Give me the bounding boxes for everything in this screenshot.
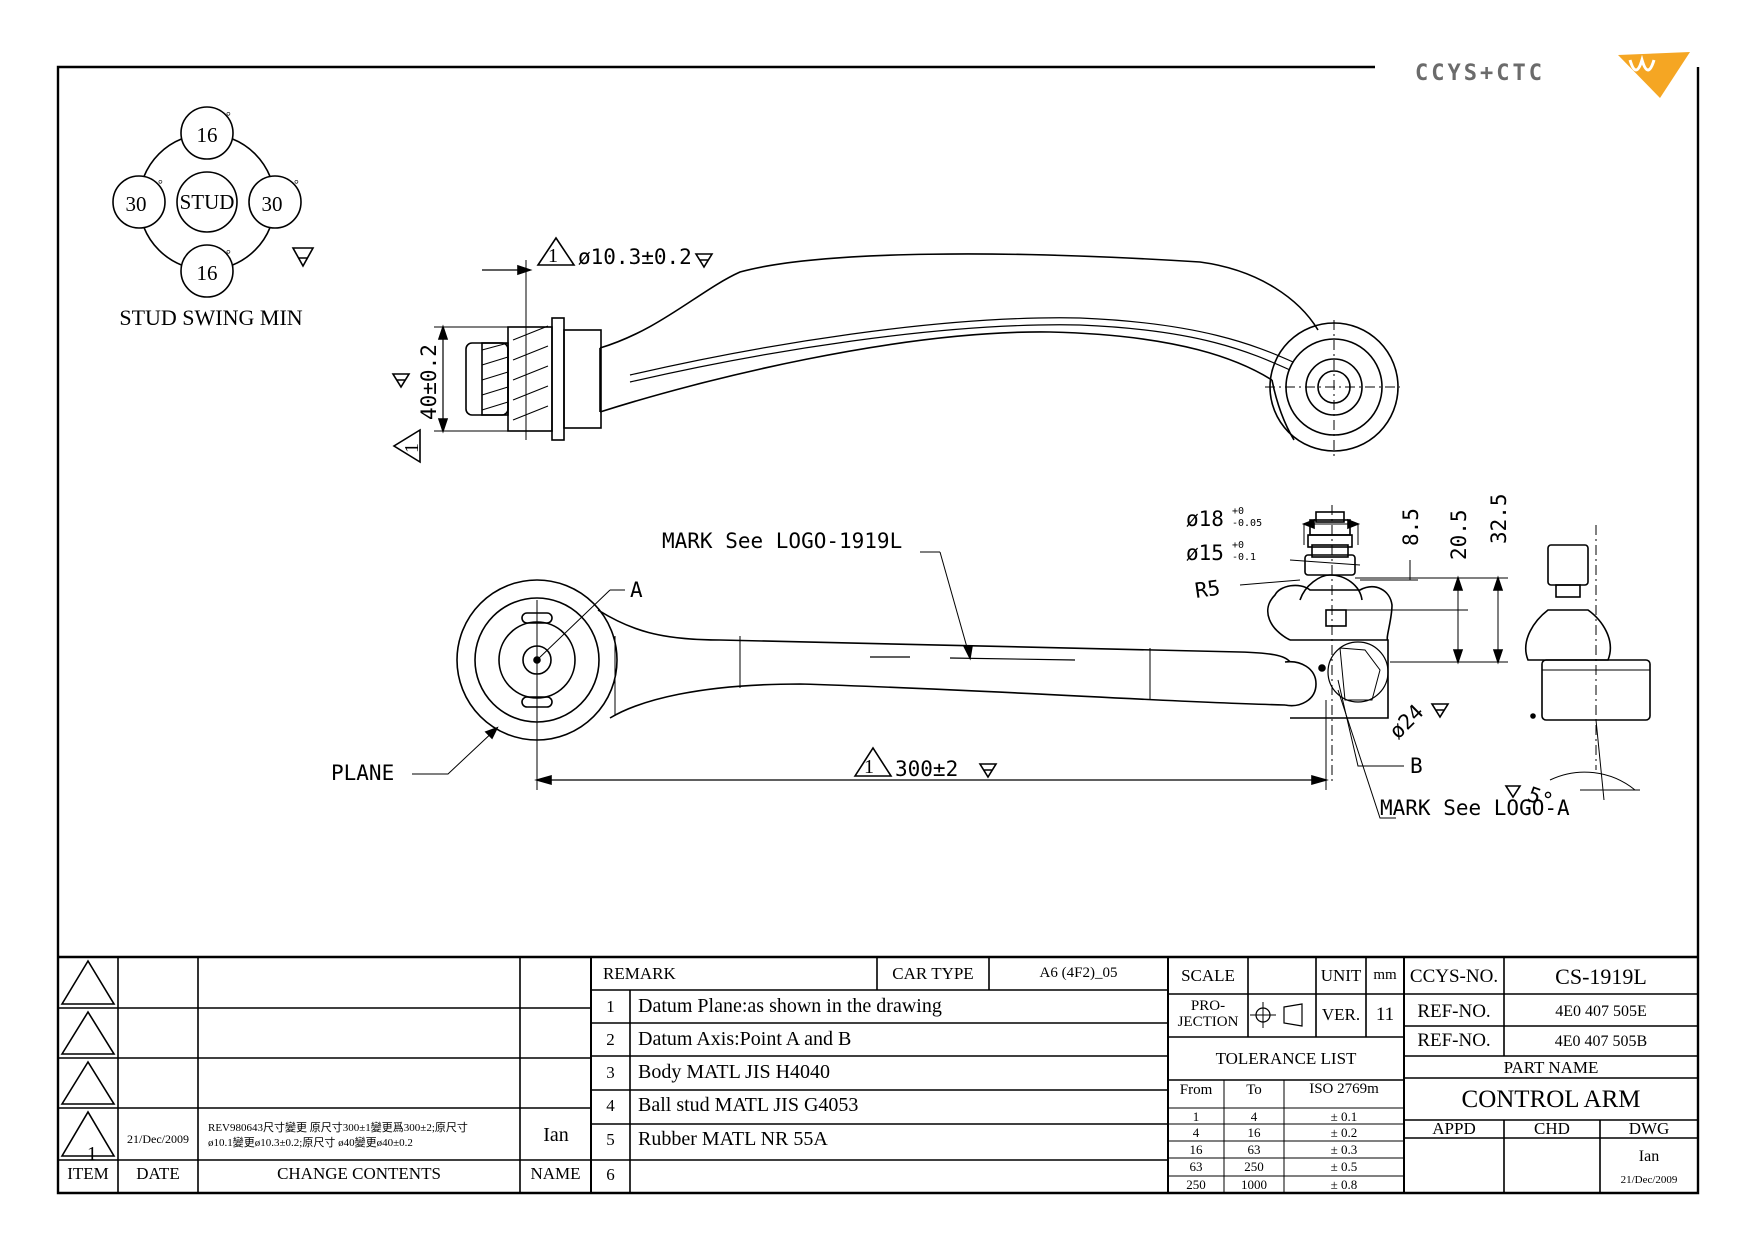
dim-length: 300±2 [895,757,958,781]
rev-date: 21/Dec/2009 [127,1132,189,1146]
ccys-value: CS-1919L [1555,964,1647,989]
header-date: DATE [136,1164,180,1183]
dim-d15: ø15 [1186,541,1224,565]
appd-label: APPD [1432,1119,1476,1138]
dim-32-5: 32.5 [1487,493,1511,544]
rev-content-line2: ø10.1變更ø10.3±0.2;原尺寸 ø40變更ø40±0.2 [208,1137,413,1149]
logo-text: CCYS+CTC [1415,61,1545,86]
dim-20-5: 20.5 [1447,509,1471,560]
remark-title: REMARK [603,964,676,983]
ref-label-1: REF-NO. [1417,1001,1491,1022]
tolerance-title: TOLERANCE LIST [1215,1049,1357,1068]
label-b: B [1410,754,1423,778]
rev-content-line1: REV980643尺寸變更 原尺寸300±1變更爲300±2;原尺寸 [208,1122,468,1134]
svg-text:-0.05: -0.05 [1232,518,1262,529]
remark-item: Datum Axis:Point A and B [638,1028,852,1050]
header-item: ITEM [67,1164,109,1183]
remark-item: Ball stud MATL JIS G4053 [638,1094,859,1116]
svg-text:1: 1 [864,756,874,778]
logo-mark-icon [1618,52,1690,98]
svg-text:+0: +0 [1232,506,1244,517]
svg-text:-0.1: -0.1 [1232,552,1256,563]
chd-label: CHD [1534,1119,1570,1138]
svg-text:+0: +0 [1232,540,1244,551]
stud-label: STUD [180,190,235,214]
svg-text:1: 1 [548,245,558,267]
ref-label-2: REF-NO. [1417,1030,1491,1051]
part-name: CONTROL ARM [1461,1086,1641,1113]
car-type-label: CAR TYPE [892,964,974,983]
svg-text:°: ° [158,177,163,191]
side-view: 1 ø10.3±0.2 40±0.2 1 [391,236,1400,464]
svg-text:°: ° [226,247,231,261]
datum-triangle-icon [694,253,714,269]
company-logo: CCYS+CTC [1415,52,1690,98]
remark-item: Body MATL JIS H4040 [638,1061,831,1083]
svg-text:°: ° [294,177,299,191]
dim-height: 40±0.2 [417,344,441,420]
swing-right: 30 [262,192,283,216]
ver-value: 11 [1375,1004,1395,1025]
datum-triangle-icon [291,247,315,268]
dim-8-5: 8.5 [1399,508,1423,546]
remark-item: Rubber MATL NR 55A [638,1128,828,1150]
svg-text:1: 1 [401,443,423,453]
ccys-label: CCYS-NO. [1409,966,1499,987]
dim-diameter: ø10.3±0.2 [578,245,692,269]
label-plane: PLANE [331,761,394,785]
swing-bottom: 16 [197,261,218,285]
datum-triangle-icon [1504,785,1522,799]
dim-d18: ø18 [1186,507,1224,531]
title-block-grid [58,955,1698,1193]
header-name: NAME [530,1164,581,1183]
datum-triangle-icon [1430,703,1450,719]
stud-swing-diagram: STUD 16 16 30 30 ° ° ° ° STUD SWING MIN [112,106,315,330]
datum-triangle-icon [978,763,998,779]
rev-name: Ian [543,1124,569,1146]
ver-label: VER. [1321,1005,1361,1024]
unit-label: UNIT [1320,966,1362,985]
mark-bottom: MARK See LOGO-A [1380,796,1570,820]
swing-left: 30 [126,192,147,216]
part-name-label: PART NAME [1503,1058,1599,1077]
unit-value: mm [1373,967,1397,983]
title-block: 1 21/Dec/2009 REV980643尺寸變更 原尺寸300±1變更爲3… [58,957,1698,1193]
sheet-border [56,65,1700,1195]
mark-top: MARK See LOGO-1919L [662,529,902,553]
plan-view: 1 300±2 MARK See LOGO-1919L A PLANE ø18 … [331,493,1651,820]
remark-item: Datum Plane:as shown in the drawing [638,995,942,1017]
scale-label: SCALE [1181,966,1235,985]
stud-swing-caption: STUD SWING MIN [119,305,302,330]
projection-icon [1283,1003,1303,1027]
ref-value-1: 4E0 407 505E [1555,1003,1647,1020]
ref-value-2: 4E0 407 505B [1554,1033,1648,1050]
dim-r5: R5 [1193,576,1221,603]
dwg-date: 21/Dec/2009 [1620,1174,1678,1186]
svg-text:°: ° [226,109,231,123]
header-change-contents: CHANGE CONTENTS [277,1164,441,1183]
dim-d24: ø24 [1385,700,1429,744]
datum-triangle-icon [391,373,411,389]
dwg-label: DWG [1628,1119,1670,1138]
dwg-name: Ian [1638,1148,1660,1165]
label-a: A [630,578,643,602]
swing-top: 16 [197,123,218,147]
car-type-value: A6 (4F2)_05 [1039,965,1118,981]
rev-item: 1 [87,1143,97,1165]
